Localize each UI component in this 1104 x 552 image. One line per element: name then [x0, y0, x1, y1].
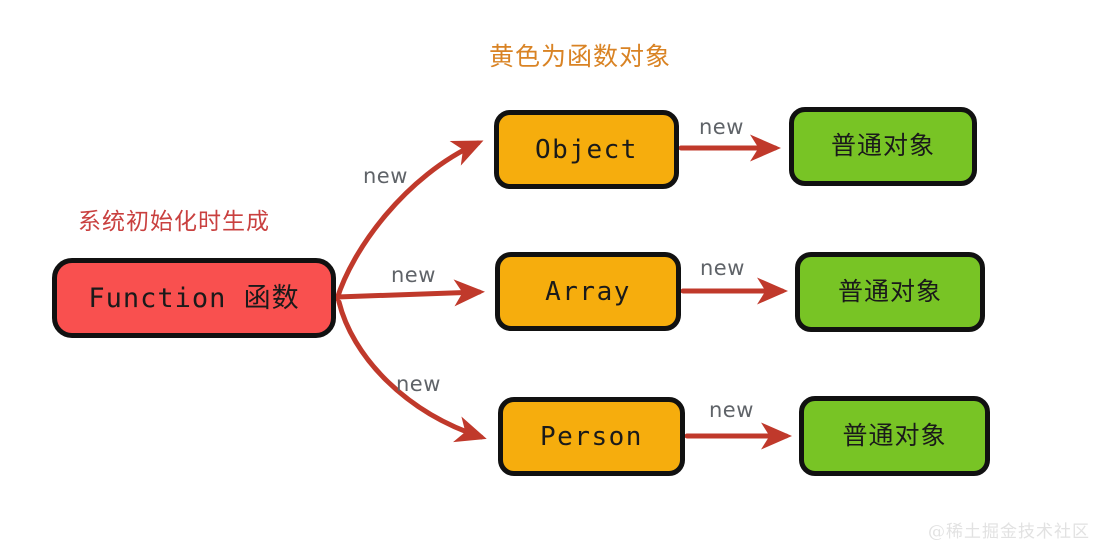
edge-function-to-person [336, 299, 487, 443]
edge-label-person-instance: new [709, 398, 754, 422]
watermark: @稀土掘金技术社区 [928, 522, 1090, 542]
node-instance-object[interactable]: 普通对象 [789, 107, 977, 186]
edge-label-array-instance: new [700, 256, 745, 280]
edge-label-function-array: new [391, 263, 436, 287]
node-array[interactable]: Array [495, 252, 681, 331]
node-instance-person[interactable]: 普通对象 [799, 396, 990, 476]
edge-function-to-array [334, 279, 485, 307]
legend-note: 黄色为函数对象 [489, 43, 672, 71]
node-object[interactable]: Object [494, 110, 679, 189]
node-function[interactable]: Function 函数 [52, 258, 336, 338]
node-instance-array[interactable]: 普通对象 [795, 252, 985, 332]
edge-label-function-person: new [396, 372, 441, 396]
edge-label-function-object: new [363, 164, 408, 188]
root-note: 系统初始化时生成 [78, 208, 270, 234]
edge-label-object-instance: new [699, 115, 744, 139]
node-person[interactable]: Person [498, 397, 685, 476]
